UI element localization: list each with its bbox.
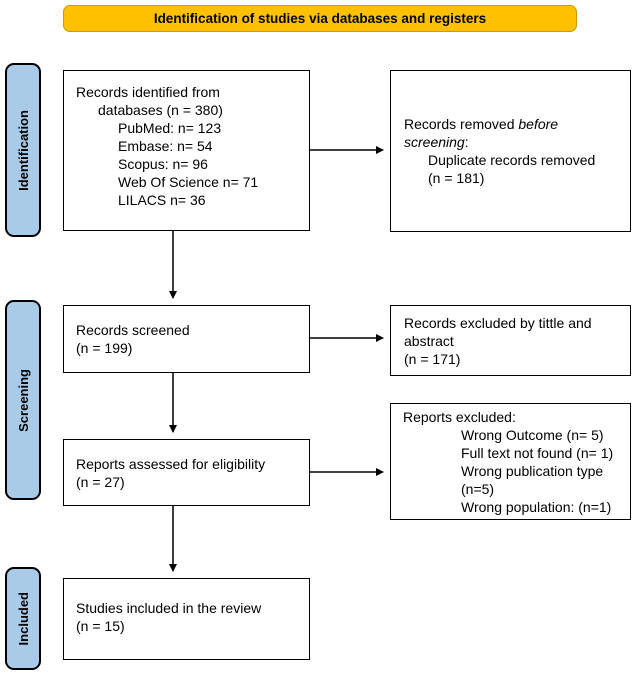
stage-label-text: Included <box>15 591 31 646</box>
text-line: databases (n = 380) <box>98 102 223 118</box>
text-line: (n = 15) <box>76 618 125 634</box>
records-identified-box: Records identified from databases (n = 3… <box>63 70 310 231</box>
text-line: Scopus: n= 96 <box>118 156 208 172</box>
studies-included-box: Studies included in the review (n = 15) <box>63 578 310 660</box>
stage-label-screening: Screening <box>5 300 41 500</box>
text-line: Reports excluded: <box>403 409 516 425</box>
text-line: abstract <box>404 332 454 349</box>
text-line: screening: <box>404 133 624 151</box>
text-line: Full text not found (n= 1) <box>461 445 614 461</box>
text-line: (n=5) <box>461 481 495 497</box>
records-excluded-box: Records excluded by tittle and abstract … <box>390 305 631 376</box>
text-line: Records identified from <box>76 84 220 100</box>
text-segment: Records removed <box>404 116 519 132</box>
stage-label-included: Included <box>5 567 41 670</box>
text-line: (n = 181) <box>428 170 485 186</box>
text-line: Records screened <box>76 322 190 338</box>
text-segment-italic: screening <box>404 134 465 150</box>
text-line: Studies included in the review <box>76 600 262 616</box>
text-line: Records excluded by tittle and <box>404 314 592 331</box>
text-line: Embase: n= 54 <box>118 138 213 154</box>
text-segment: : <box>464 134 469 150</box>
text-line: Wrong Outcome (n= 5) <box>461 427 604 443</box>
reports-assessed-box: Reports assessed for eligibility (n = 27… <box>63 439 310 506</box>
banner-title: Identification of studies via databases … <box>63 5 577 32</box>
text-line: (n = 199) <box>76 340 133 356</box>
stage-label-identification: Identification <box>5 63 41 237</box>
text-line: Reports assessed for eligibility <box>76 455 266 472</box>
text-line: Wrong population: (n=1) <box>461 499 612 515</box>
stage-label-text: Screening <box>15 368 31 432</box>
text-line: Records removed before <box>404 115 624 133</box>
stage-label-text: Identification <box>15 109 31 191</box>
text-line: (n = 171) <box>404 350 461 367</box>
banner-title-label: Identification of studies via databases … <box>153 11 487 26</box>
reports-excluded-box: Reports excluded: Wrong Outcome (n= 5) F… <box>390 403 631 520</box>
records-screened-box: Records screened (n = 199) <box>63 305 310 373</box>
records-removed-box: Records removed before screening: Duplic… <box>390 70 631 232</box>
text-line: Duplicate records removed <box>428 152 596 168</box>
text-line: LILACS n= 36 <box>118 192 206 208</box>
text-segment-italic: before <box>518 116 559 132</box>
text-line: PubMed: n= 123 <box>118 120 222 136</box>
text-line: (n = 27) <box>76 473 125 490</box>
text-line: Web Of Science n= 71 <box>118 174 259 190</box>
text-line: Wrong publication type <box>461 463 604 479</box>
